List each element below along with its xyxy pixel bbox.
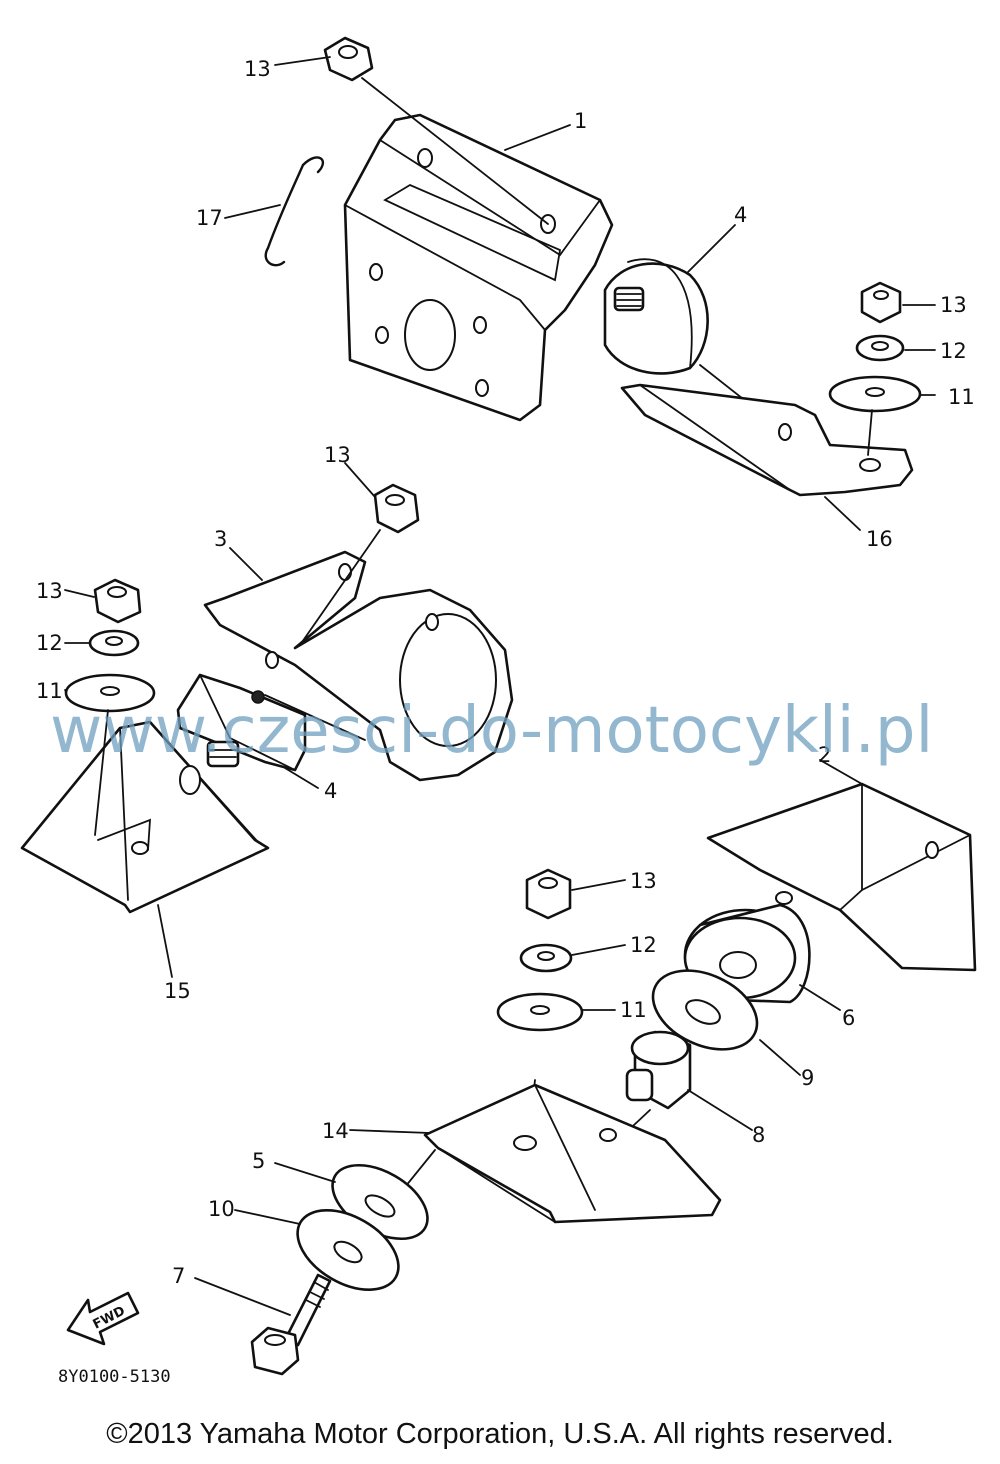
part-13-nut-lower	[525, 868, 572, 920]
part-11-washer-lower	[496, 992, 584, 1032]
callout-5: 5	[252, 1149, 265, 1173]
callout-1: 1	[574, 109, 587, 133]
callout-2: 2	[818, 743, 831, 767]
part-12-washer-lower	[519, 943, 573, 973]
part-10-washer	[296, 1209, 400, 1291]
part-13-nut-right	[860, 281, 902, 324]
part-13-nut-left	[93, 578, 142, 624]
part-9-washer	[651, 969, 759, 1051]
exploded-parts-diagram: FWD 13 1 17 4 13 12 11	[20, 36, 977, 1387]
callout-11: 11	[36, 679, 63, 703]
part-1-bracket	[343, 113, 614, 422]
callout-9: 9	[801, 1066, 814, 1090]
callout-11: 11	[948, 385, 975, 409]
callout-4: 4	[734, 203, 747, 227]
callout-13: 13	[36, 579, 63, 603]
callout-15: 15	[164, 979, 191, 1003]
callout-7: 7	[172, 1264, 185, 1288]
part-4-damper-middle	[176, 673, 307, 772]
part-11-washer-left	[64, 673, 156, 713]
drawing-number: 8Y0100-5130	[58, 1367, 171, 1387]
part-4-damper-top	[603, 258, 709, 375]
part-2-bracket	[706, 782, 977, 972]
part-14-plate	[423, 1083, 722, 1224]
part-13-nut-top	[323, 36, 374, 82]
callout-10: 10	[208, 1197, 235, 1221]
callout-12: 12	[36, 631, 63, 655]
part-12-washer-left	[88, 629, 140, 657]
part-12-washer-right	[855, 334, 905, 362]
callout-12: 12	[940, 339, 967, 363]
fwd-arrow-icon: FWD	[66, 1291, 140, 1346]
callout-3: 3	[214, 527, 227, 551]
callout-14: 14	[322, 1119, 349, 1143]
callout-11: 11	[620, 998, 647, 1022]
callout-16: 16	[866, 527, 893, 551]
callout-13: 13	[244, 57, 271, 81]
callout-numbers: 13 1 17 4 13 12 11 16 13 3 13 12 11 4 15…	[36, 57, 975, 1288]
part-8-collar	[625, 1030, 692, 1110]
callout-13: 13	[630, 869, 657, 893]
callout-12: 12	[630, 933, 657, 957]
leader-lines	[64, 56, 936, 1316]
part-16-arm	[620, 383, 914, 497]
callout-13: 13	[940, 293, 967, 317]
callout-6: 6	[842, 1006, 855, 1030]
watermark-text: www.czesci-do-motocykli.pl	[50, 694, 933, 768]
callout-8: 8	[752, 1123, 765, 1147]
part-13-nut-middle	[373, 483, 420, 534]
callout-13: 13	[324, 443, 351, 467]
callout-4: 4	[324, 779, 337, 803]
copyright-notice: ©2013 Yamaha Motor Corporation, U.S.A. A…	[106, 1418, 894, 1450]
part-17-clip	[264, 156, 325, 267]
callout-17: 17	[196, 206, 223, 230]
part-7-bolt	[250, 1273, 332, 1376]
part-15-base	[20, 720, 270, 914]
part-3-bracket	[203, 550, 514, 782]
part-11-washer-right	[828, 375, 922, 413]
